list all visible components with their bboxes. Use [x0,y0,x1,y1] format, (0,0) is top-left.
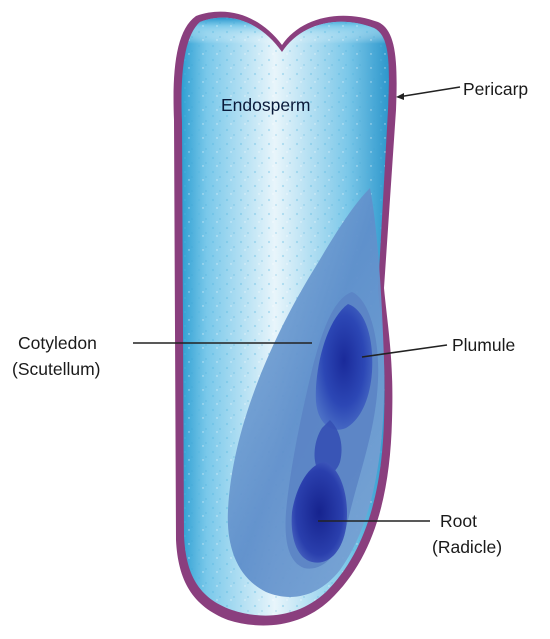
scutellum-label: (Scutellum) [12,359,101,379]
pointer-heads [396,93,404,100]
pericarp-pointer [398,87,460,97]
endosperm-label: Endosperm [221,95,311,115]
cotyledon-label: Cotyledon [18,333,97,353]
root-label: Root [440,511,477,531]
radicle-label: (Radicle) [432,537,502,557]
plumule-label: Plumule [452,335,515,355]
pericarp-arrowhead [396,93,404,100]
pericarp-label: Pericarp [463,79,528,99]
